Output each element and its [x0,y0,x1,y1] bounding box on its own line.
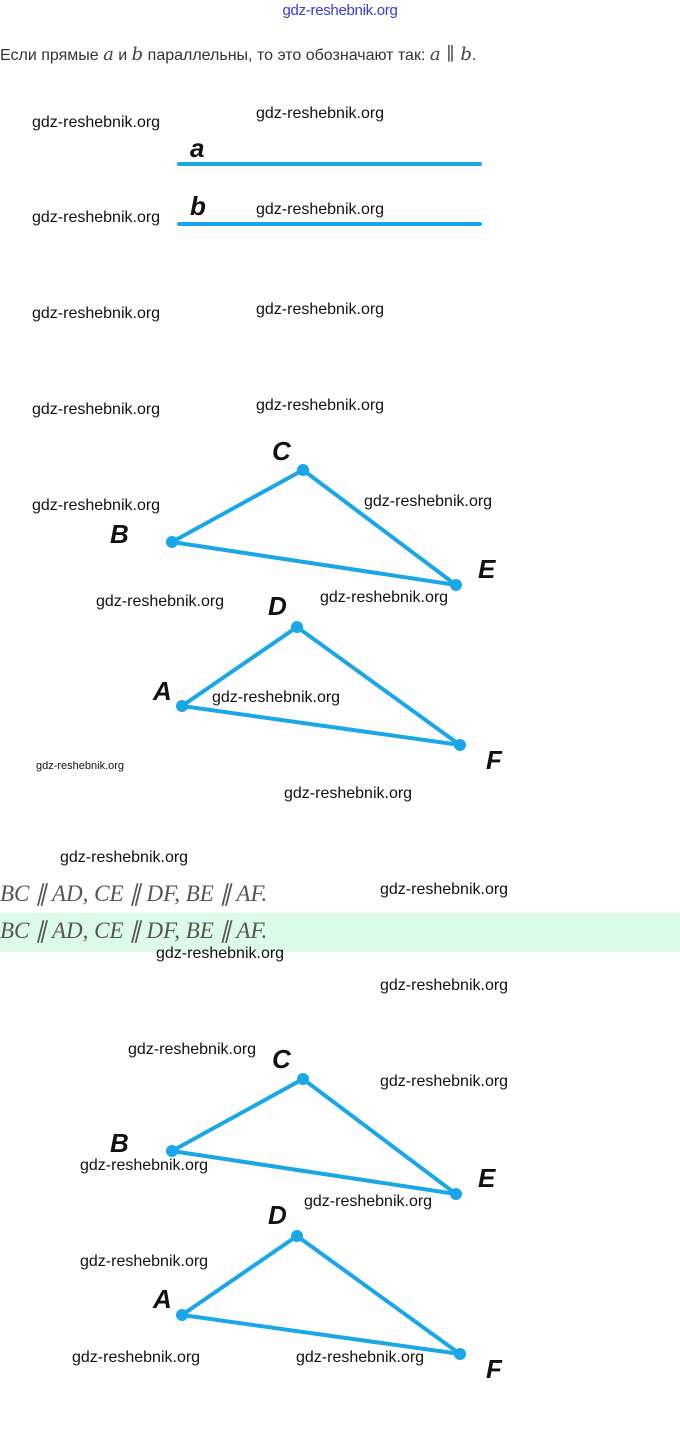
label-c: C [272,436,292,466]
watermark: gdz-reshebnik.org [72,1349,201,1366]
label-e-2: E [478,1163,496,1193]
highlight-band [0,913,680,952]
watermark: gdz-reshebnik.org [32,401,161,418]
label-d: D [268,591,287,621]
triangles-figure-1 [165,467,462,747]
intro-after: параллельны, то это обозначают так: [143,47,430,64]
watermark: gdz-reshebnik.org [36,760,125,772]
var-a: a [103,44,114,65]
watermark: gdz-reshebnik.org [256,105,385,122]
watermark: gdz-reshebnik.org [256,201,385,218]
vertices-2 [166,1073,466,1360]
watermark: gdz-reshebnik.org [96,593,225,610]
watermark: gdz-reshebnik.org [32,305,161,322]
watermark: gdz-reshebnik.org [128,1041,257,1058]
watermark: gdz-reshebnik.org [320,589,449,606]
highlighted-result-statement: BC ∥ AD, CE ∥ DF, BE ∥ AF. [0,918,268,943]
watermark: gdz-reshebnik.org [256,397,385,414]
watermark: gdz-reshebnik.org [284,785,413,802]
label-c-2: C [272,1044,292,1074]
triangle-adf [176,624,462,747]
triangle-adf-2 [176,1233,462,1356]
intro-before: Если прямые [0,47,104,64]
watermark: gdz-reshebnik.org [380,1073,509,1090]
triangles-figure-2 [165,1076,462,1356]
parallel-lines-figure [177,162,482,226]
label-e: E [478,554,496,584]
watermark: gdz-reshebnik.org [32,114,161,131]
label-b-vertex: B [110,519,129,549]
watermark: gdz-reshebnik.org [304,1193,433,1210]
result-statement: BC ∥ AD, CE ∥ DF, BE ∥ AF. [0,881,268,906]
label-a: a [190,133,204,163]
watermark: gdz-reshebnik.org [364,493,493,510]
site-header-link[interactable]: gdz-reshebnik.org [282,2,398,19]
watermark: gdz-reshebnik.org [80,1157,209,1174]
watermark: gdz-reshebnik.org [380,977,509,994]
label-b-2: B [110,1128,129,1158]
label-b: b [190,191,206,221]
watermark: gdz-reshebnik.org [80,1253,209,1270]
watermark: gdz-reshebnik.org [380,881,509,898]
var-b: b [131,44,144,65]
watermark: gdz-reshebnik.org [60,849,189,866]
intro-end: . [471,47,477,64]
intro-text: Если прямые a и b параллельны, то это об… [0,44,476,65]
triangle-bce-2 [165,1076,458,1196]
label-d-2: D [268,1200,287,1230]
watermark: gdz-reshebnik.org [296,1349,425,1366]
watermark: gdz-reshebnik.org [32,497,161,514]
watermark: gdz-reshebnik.org [256,301,385,318]
label-a-vertex: A [152,676,172,706]
watermark: gdz-reshebnik.org [212,689,341,706]
parallel-notation: a ∥ b [429,44,472,65]
label-a-2: A [152,1284,172,1314]
label-f: F [486,745,503,775]
vertices-1 [166,464,466,751]
triangle-bce [165,467,458,587]
watermark: gdz-reshebnik.org [32,209,161,226]
label-f-2: F [486,1354,503,1384]
intro-mid: и [113,47,132,64]
watermark: gdz-reshebnik.org [156,945,285,962]
